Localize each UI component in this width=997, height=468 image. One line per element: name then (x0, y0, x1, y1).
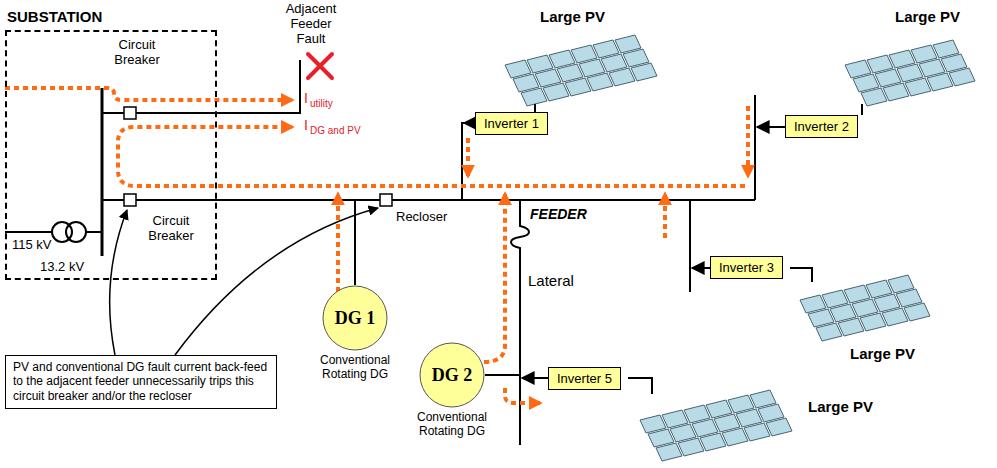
current-subscript: DG and PV (310, 125, 361, 137)
current-symbol: I (304, 117, 308, 133)
pv-module (631, 63, 657, 81)
utility-current (5, 88, 292, 100)
fault-mark (308, 54, 332, 78)
dg-tie (485, 374, 520, 376)
inverter-box: Inverter 3 (710, 256, 783, 279)
dg-tie (354, 200, 356, 285)
pv-module (816, 323, 842, 341)
inverter-label: Inverter 2 (794, 119, 849, 134)
callout-arrow (110, 210, 127, 355)
generator-caption: Conventional Rotating DG (397, 411, 507, 439)
hv-line (5, 231, 52, 233)
pv-module (722, 428, 748, 446)
circuit-breaker-symbol (124, 194, 136, 206)
inverter-box: Inverter 1 (475, 112, 548, 135)
generator-circle: DG 1Conventional Rotating DG (322, 285, 388, 351)
inverter-arrow (757, 126, 785, 128)
pv-array-label: Large PV (540, 8, 605, 25)
pv-module (744, 423, 770, 441)
lateral-with-fuse (511, 200, 529, 445)
wiring (5, 60, 862, 445)
pv-array-label: Large PV (808, 398, 873, 415)
generator-name: DG 1 (322, 285, 388, 351)
pv-lead (628, 378, 652, 394)
feeder-label: FEEDER (530, 206, 587, 222)
circle-shape (323, 286, 387, 350)
pv-module (904, 303, 930, 321)
switch-symbols (124, 107, 392, 206)
inverter-label: Inverter 1 (484, 116, 539, 131)
pv-module (521, 88, 547, 106)
pv-current (663, 194, 667, 238)
dg-current (484, 194, 505, 362)
current-symbol: I (304, 90, 308, 106)
pv-module (882, 308, 908, 326)
lateral-label: Lateral (528, 272, 574, 289)
feeder-branch (754, 95, 756, 200)
pv-module (927, 73, 953, 91)
generator-caption: Conventional Rotating DG (300, 354, 410, 382)
inverter-label: Inverter 5 (557, 371, 612, 386)
pv-array-label: Large PV (895, 8, 960, 25)
generator-circle: DG 2Conventional Rotating DG (419, 342, 485, 408)
dg-pv-current (118, 127, 745, 186)
circle-shape (420, 343, 484, 407)
transformer-lead (86, 231, 102, 233)
inverter-box: Inverter 2 (785, 115, 858, 138)
fault-cross (308, 54, 332, 78)
inverter-box: Inverter 5 (548, 367, 621, 390)
breaker-label: Circuit Breaker (140, 214, 202, 244)
pv-current (746, 106, 750, 176)
pv-lead (534, 104, 536, 112)
recloser-symbol (380, 194, 392, 206)
inverter-label: Inverter 3 (719, 260, 774, 275)
fault-label: Adjacent Feeder Fault (281, 2, 341, 47)
pv-module (861, 88, 887, 106)
region-heading: SUBSTATION (7, 8, 102, 25)
inverter-arrow (464, 122, 475, 124)
pv-module (609, 68, 635, 86)
callout-note: PV and conventional DG fault current bac… (5, 355, 277, 409)
pv-module (565, 78, 591, 96)
transformer-coil (66, 222, 86, 242)
pv-module (766, 418, 792, 436)
dg-current (336, 194, 340, 292)
feeder-branch (462, 123, 466, 200)
pv-module (678, 438, 704, 456)
feeder-line (102, 199, 755, 201)
inverter-arrow (692, 267, 710, 269)
pv-module (700, 433, 726, 451)
voltage-label: 115 kV (12, 238, 52, 253)
circuit-breaker-symbol (124, 107, 136, 119)
pv-array-label: Large PV (850, 345, 915, 362)
pv-current (466, 138, 470, 176)
pv-module (838, 318, 864, 336)
current-subscript: utility (310, 98, 333, 110)
adjacent-feeder (102, 60, 300, 113)
pv-lead (861, 104, 863, 115)
pv-module (587, 73, 613, 91)
breaker-label: Circuit Breaker (106, 38, 168, 68)
pv-module (543, 83, 569, 101)
pv-lead (790, 268, 812, 282)
callout-text: PV and conventional DG fault current bac… (13, 360, 269, 403)
inverter-arrow (522, 377, 548, 379)
pv-module (860, 313, 886, 331)
pv-module (949, 68, 975, 86)
fault-cross (308, 54, 332, 78)
pv-module (656, 443, 682, 461)
recloser-label: Recloser (396, 210, 447, 225)
pv-panels (505, 35, 975, 461)
pv-module (905, 78, 931, 96)
voltage-label: 13.2 kV (40, 260, 84, 275)
feeder-branch (689, 200, 691, 292)
pv-module (883, 83, 909, 101)
dg-current (505, 388, 540, 403)
generator-name: DG 2 (419, 342, 485, 408)
